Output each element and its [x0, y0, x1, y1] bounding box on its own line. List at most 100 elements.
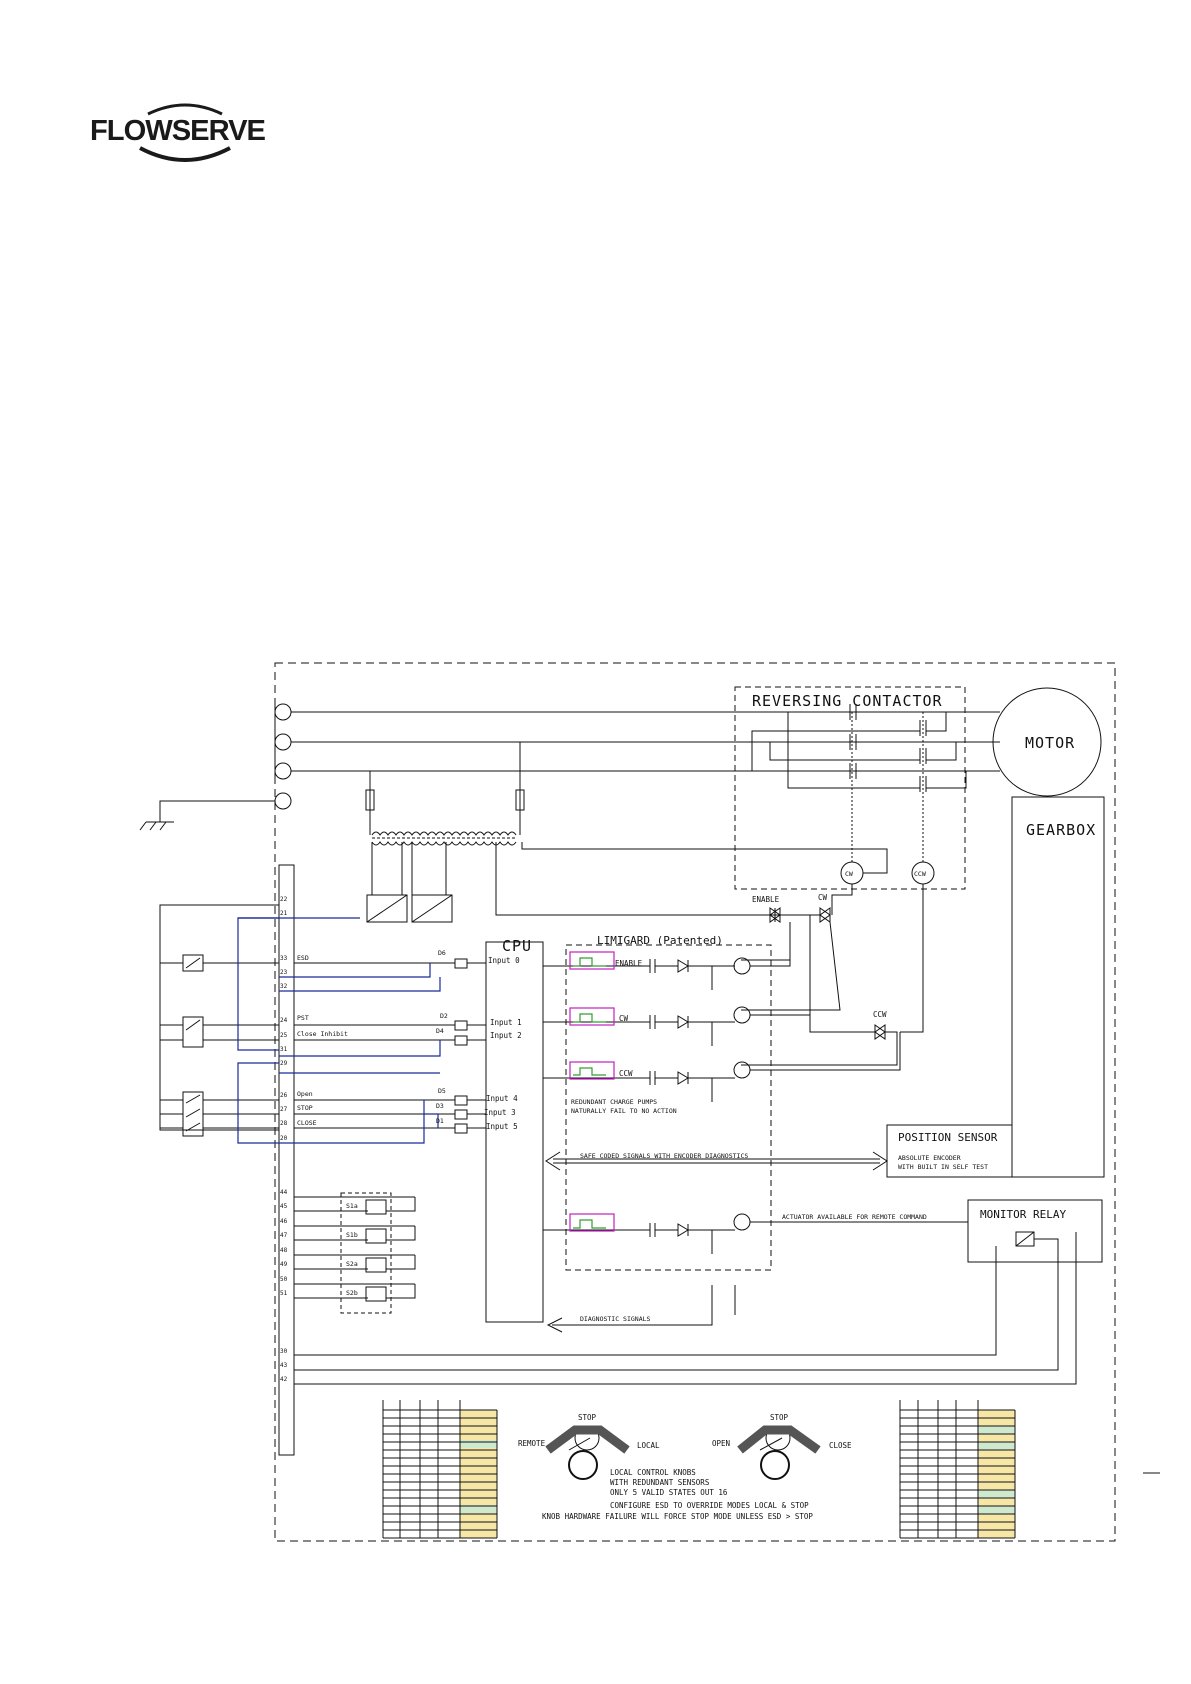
terminal-label: 23	[280, 969, 288, 976]
switch-s1b: S1b	[346, 1231, 358, 1239]
flowserve-logo: FLOWSERVE	[90, 100, 280, 180]
note-actuator-available: ACTUATOR AVAILABLE FOR REMOTE COMMAND	[782, 1213, 927, 1221]
limigard-box	[565, 944, 772, 1271]
terminal-label: 33	[280, 955, 288, 962]
terminal-label: 32	[280, 983, 288, 990]
cpu-box	[485, 941, 544, 1323]
triac-cw-label: CW	[818, 893, 828, 902]
terminal-label: 44	[280, 1189, 288, 1196]
cpu-input-4: Input 4	[486, 1094, 518, 1103]
switch-s2a: S2a	[346, 1260, 358, 1268]
motor-label: MOTOR	[1025, 734, 1075, 752]
note-knobs-2: WITH REDUNDANT SENSORS	[610, 1478, 710, 1487]
terminal-label: 48	[280, 1247, 288, 1254]
knob-right-left: OPEN	[712, 1439, 730, 1448]
triac-enable-label: ENABLE	[752, 895, 780, 904]
magenta-input-boxes	[569, 951, 615, 1232]
triac-ccw	[874, 1024, 886, 1040]
coil-cw-label: CW	[845, 870, 853, 878]
knob-open-close	[737, 1425, 821, 1480]
psu-rectifier-1	[366, 894, 408, 923]
limigard-label: LIMIGARD (Patented)	[597, 934, 723, 947]
terminal-label: 21	[280, 910, 288, 917]
cpu-input-1: Input 1	[490, 1018, 522, 1027]
logo-swoosh	[139, 146, 231, 162]
terminal-label: 27	[280, 1106, 288, 1113]
cpu-input-2: Input 2	[490, 1031, 522, 1040]
terminal-label: 51	[280, 1290, 288, 1297]
cpu-input-5: Input 5	[486, 1122, 518, 1131]
triac-cw	[819, 907, 831, 923]
terminal-label: 50	[280, 1276, 288, 1283]
note-charge-pumps-1: REDUNDANT CHARGE PUMPS	[571, 1098, 657, 1106]
truth-table-right	[899, 1400, 1016, 1539]
logo-wordmark: FLOWSERVE	[90, 115, 266, 147]
triac-ccw-label: CCW	[873, 1010, 887, 1019]
terminal-l3	[274, 762, 292, 780]
terminal-label: 45	[280, 1203, 288, 1210]
terminal-label: 22	[280, 896, 288, 903]
channel-enable	[543, 922, 791, 990]
channel-cw	[543, 1006, 810, 1046]
signal-pst: PST	[297, 1014, 309, 1022]
knob-left-right: LOCAL	[637, 1441, 660, 1450]
channel-ccw-label: CCW	[619, 1069, 633, 1078]
switch-s1a: S1a	[346, 1202, 358, 1210]
note-knobs-4: CONFIGURE ESD TO OVERRIDE MODES LOCAL & …	[610, 1501, 809, 1510]
terminal-l1	[274, 703, 292, 721]
knob-right-top: STOP	[770, 1413, 789, 1422]
terminal-label: 25	[280, 1032, 288, 1039]
signal-stop: STOP	[297, 1104, 313, 1112]
knob-left-left: REMOTE	[518, 1439, 546, 1448]
note-knobs-5: KNOB HARDWARE FAILURE WILL FORCE STOP MO…	[542, 1512, 813, 1521]
channel-ccw	[543, 1032, 901, 1102]
opto-d6: D6	[438, 949, 446, 957]
note-diagnostic: DIAGNOSTIC SIGNALS	[580, 1315, 651, 1323]
gearbox-label: GEARBOX	[1026, 821, 1096, 839]
signal-open: Open	[297, 1090, 313, 1098]
terminal-earth	[274, 792, 292, 810]
terminal-label: 42	[280, 1376, 288, 1383]
opto-d2: D2	[440, 1012, 448, 1020]
note-knobs-1: LOCAL CONTROL KNOBS	[610, 1468, 696, 1477]
cpu-input-0: Input 0	[488, 956, 520, 965]
terminal-label: 47	[280, 1232, 288, 1239]
terminal-label: 20	[280, 1135, 288, 1142]
cpu-label: CPU	[502, 937, 532, 955]
terminal-l2	[274, 733, 292, 751]
opto-d1: D1	[436, 1117, 444, 1125]
coil-ccw-label: CCW	[914, 870, 926, 878]
logo-arc	[147, 103, 223, 116]
note-safe-coded: SAFE CODED SIGNALS WITH ENCODER DIAGNOST…	[580, 1152, 748, 1160]
switch-s2b: S2b	[346, 1289, 358, 1297]
green-traces	[573, 957, 606, 1229]
position-sensor-note-1: ABSOLUTE ENCODER	[898, 1154, 961, 1162]
opto-d4: D4	[436, 1027, 444, 1035]
terminal-label: 49	[280, 1261, 288, 1268]
knob-remote-local	[545, 1425, 630, 1480]
channel-enable-label: ENABLE	[615, 959, 643, 968]
terminal-label: 46	[280, 1218, 288, 1225]
reversing-contactor-label: REVERSING CONTACTOR	[752, 692, 943, 710]
monitor-relay-label: MONITOR RELAY	[980, 1208, 1066, 1221]
psu-rectifier-2	[411, 894, 453, 923]
note-knobs-3: ONLY 5 VALID STATES OUT 16	[610, 1488, 728, 1497]
terminal-label: 24	[280, 1017, 288, 1024]
position-sensor-note-2: WITH BUILT IN SELF TEST	[898, 1163, 988, 1171]
cpu-input-3: Input 3	[484, 1108, 516, 1117]
terminal-label: 30	[280, 1348, 288, 1355]
outer-border	[274, 662, 1116, 1542]
opto-d5: D5	[438, 1087, 446, 1095]
terminal-label: 31	[280, 1046, 288, 1053]
knob-switch-group	[340, 1192, 392, 1314]
terminal-label: 28	[280, 1120, 288, 1127]
blue-wiring	[237, 917, 441, 1144]
gearbox-box	[1011, 796, 1105, 1178]
terminal-label: 26	[280, 1092, 288, 1099]
signal-close-inhibit: Close Inhibit	[297, 1030, 348, 1038]
knob-right-right: CLOSE	[829, 1441, 852, 1450]
position-sensor-label: POSITION SENSOR	[898, 1131, 998, 1144]
motor-circle	[992, 687, 1102, 797]
note-charge-pumps-2: NATURALLY FAIL TO NO ACTION	[571, 1107, 677, 1115]
